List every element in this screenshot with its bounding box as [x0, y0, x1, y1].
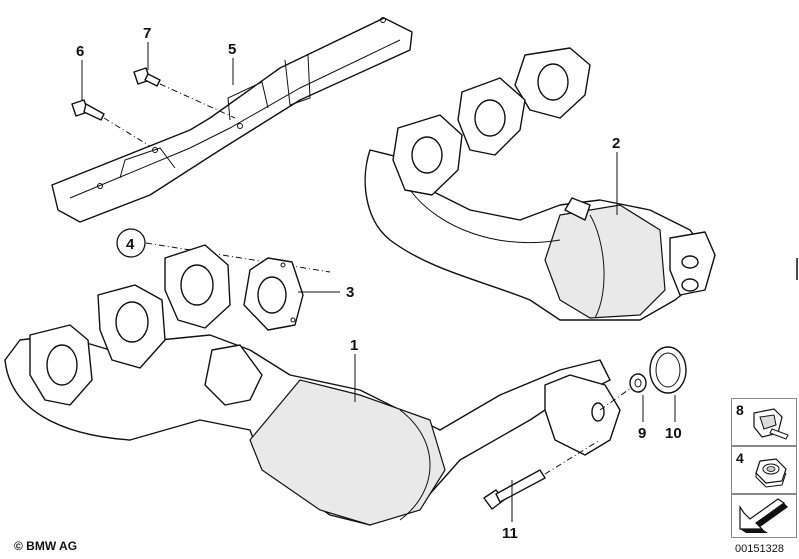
- callout-11: 11: [502, 525, 518, 542]
- exhaust-manifold-1: [4, 244, 639, 526]
- hex-nut-icon: [755, 458, 787, 488]
- legend-panel: 8 4: [731, 398, 799, 541]
- callout-numbers: 6 7 5 2 4 3 1 9 10 11: [76, 25, 682, 542]
- legend-number: 8: [736, 402, 744, 418]
- seal-ring-10: [649, 346, 687, 394]
- callout-9: 9: [638, 425, 646, 442]
- callout-5: 5: [228, 41, 236, 58]
- legend-number: 4: [736, 450, 744, 466]
- gasket-3: [243, 257, 304, 331]
- callout-10: 10: [665, 425, 682, 442]
- bolt-7: [133, 67, 236, 119]
- callout-2: 2: [612, 135, 620, 152]
- callout-7: 7: [143, 25, 151, 42]
- legend-item-8: 8: [731, 398, 797, 446]
- legend-arrow-cell: [731, 494, 797, 538]
- document-number: 00151328: [735, 543, 784, 555]
- copyright-text: © BMW AG: [14, 539, 78, 553]
- leader-lines: [81, 42, 676, 522]
- nut-9: [629, 373, 647, 393]
- exhaust-manifold-2: [364, 47, 716, 321]
- bolt-6: [71, 99, 151, 147]
- direction-arrow-icon: [739, 498, 788, 533]
- gasket-marker-4: [116, 228, 331, 273]
- callout-3: 3: [346, 284, 354, 301]
- callout-6: 6: [76, 43, 84, 60]
- clip-nut-icon: [753, 408, 789, 440]
- callout-1: 1: [350, 337, 358, 354]
- stud-bolt-11: [483, 439, 601, 510]
- callout-4: 4: [126, 236, 135, 253]
- heat-shield: [51, 17, 413, 223]
- legend-item-4: 4: [731, 446, 797, 494]
